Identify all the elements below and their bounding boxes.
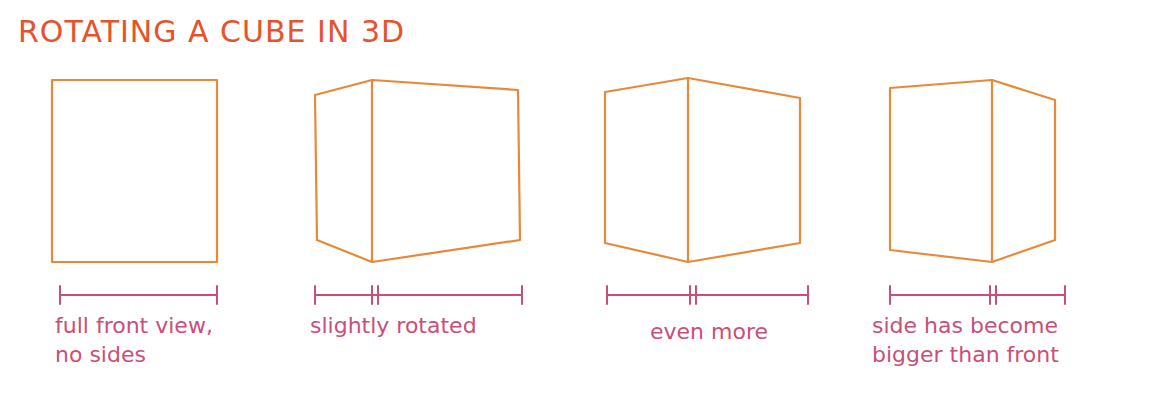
measure-line	[60, 286, 217, 304]
cube-side	[890, 80, 1055, 262]
measure-line	[890, 286, 1065, 304]
cube-front	[52, 80, 217, 262]
caption-label: side has become bigger than front	[872, 312, 1117, 369]
cube-slight	[315, 80, 520, 262]
caption-label: slightly rotated	[310, 312, 580, 341]
caption-label: full front view, no sides	[55, 312, 240, 369]
caption-label: even more	[650, 318, 850, 347]
cubes	[52, 78, 1055, 262]
measure-line	[315, 286, 522, 304]
measure-lines	[60, 286, 1065, 304]
diagram-title: ROTATING A CUBE IN 3D	[18, 12, 405, 51]
cube-more	[605, 78, 800, 262]
measure-line	[607, 286, 808, 304]
